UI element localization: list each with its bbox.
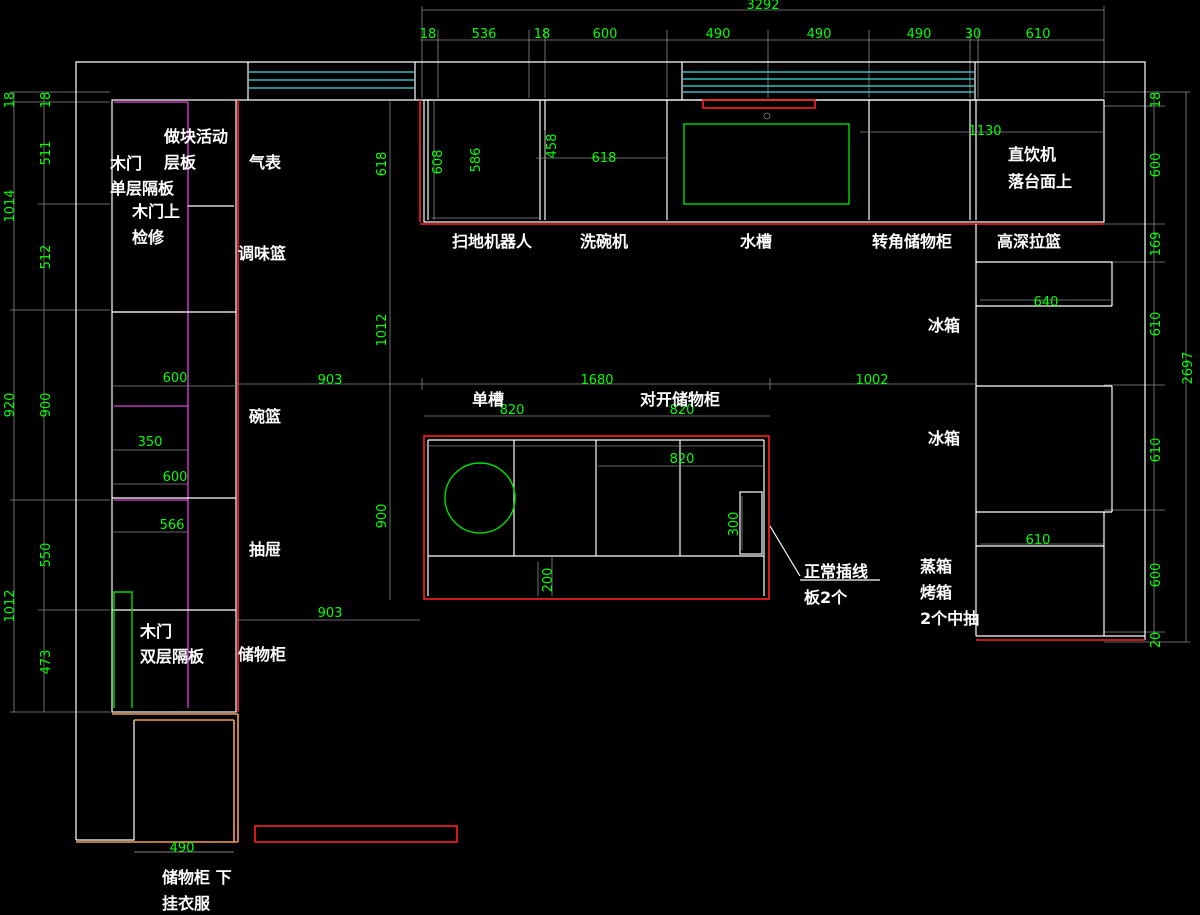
- top-dimension-lines: [420, 6, 1105, 98]
- label-bowl-basket: 碗篮: [249, 407, 281, 426]
- label-double-door-cabinet: 对开储物柜: [640, 390, 720, 409]
- label-storage-hang-2: 挂衣服: [162, 894, 211, 913]
- dim-left-inner-473: 473: [39, 650, 54, 675]
- dim-1012: 1012: [375, 313, 390, 346]
- dim-left-inner-18: 18: [39, 92, 54, 109]
- label-baking-oven: 烤箱: [920, 583, 952, 602]
- dim-left-inner-900: 900: [39, 393, 54, 418]
- dim-350: 350: [138, 435, 163, 450]
- dim-600-a: 600: [163, 371, 188, 386]
- label-movable-shelf-2: 层板: [164, 153, 197, 172]
- label-wood-door-double: 木门: [139, 622, 172, 641]
- dim-right-20: 20: [1149, 632, 1164, 649]
- dim-right-610b: 610: [1149, 438, 1164, 463]
- dim-left-inner-550: 550: [39, 543, 54, 568]
- island: [423, 435, 770, 600]
- dim-top-610: 610: [1026, 27, 1051, 42]
- label-seasoning-basket: 调味篮: [238, 244, 286, 263]
- dim-903-bottom: 903: [318, 606, 343, 621]
- dim-left-outer-920: 920: [3, 393, 18, 418]
- dim-820-b: 820: [670, 403, 695, 418]
- right-dimension-lines: [1104, 91, 1190, 643]
- dim-left-outer-1012: 1012: [3, 589, 18, 622]
- dim-top-490a: 490: [706, 27, 731, 42]
- dim-1130: 1130: [968, 124, 1001, 139]
- label-single-sink: 单槽: [472, 390, 504, 409]
- dim-left-inner-511: 511: [39, 141, 54, 166]
- label-wood-door-top-1: 木门上: [131, 202, 180, 221]
- dim-820-a: 820: [500, 403, 525, 418]
- dim-left-outer-1014: 1014: [3, 189, 18, 222]
- label-power-strip-2: 板2个: [804, 588, 848, 607]
- interior-dimension-lines: [134, 100, 1112, 853]
- label-steam-oven: 蒸箱: [920, 557, 952, 576]
- left-dimension-lines: [10, 91, 110, 713]
- label-water-dispenser-2: 落台面上: [1008, 172, 1072, 191]
- dim-300: 300: [727, 512, 742, 537]
- dim-1680: 1680: [580, 373, 613, 388]
- dim-640: 640: [1034, 295, 1059, 310]
- label-two-drawers: 2个中抽: [920, 609, 979, 628]
- label-wood-door-top-2: 检修: [132, 228, 165, 247]
- label-single-shelf: 单层隔板: [110, 179, 175, 198]
- dim-top-536: 536: [472, 27, 497, 42]
- dim-458: 458: [545, 134, 560, 159]
- left-cabinet-column: [111, 99, 239, 713]
- dim-600-b: 600: [163, 470, 188, 485]
- label-storage-hang-1: 储物柜 下: [161, 868, 232, 887]
- label-corner-cabinet: 转角储物柜: [872, 232, 952, 251]
- dim-608: 608: [431, 150, 446, 175]
- dim-right-600b: 600: [1149, 563, 1164, 588]
- dim-490-bottom: 490: [170, 841, 195, 856]
- dim-200: 200: [541, 568, 556, 593]
- dim-left-inner-512: 512: [39, 245, 54, 270]
- dim-top-18a: 18: [420, 27, 437, 42]
- dim-top-600: 600: [593, 27, 618, 42]
- dim-566: 566: [160, 518, 185, 533]
- label-tall-basket: 高深拉篮: [997, 232, 1061, 251]
- label-wood-door-single: 木门: [109, 154, 142, 173]
- dim-618-horizontal: 618: [592, 151, 617, 166]
- dim-top-490b: 490: [807, 27, 832, 42]
- dim-right-2697: 2697: [1181, 351, 1196, 384]
- labels: 木门 单层隔板 做块活动 层板 木门上 检修 气表 调味篮 碗篮 抽屉 木门 双…: [109, 127, 1072, 913]
- dim-right-610a: 610: [1149, 312, 1164, 337]
- dim-right-600: 600: [1149, 153, 1164, 178]
- dim-900-vertical: 900: [375, 504, 390, 529]
- label-fridge-1: 冰箱: [928, 316, 960, 335]
- dim-610-lower: 610: [1026, 533, 1051, 548]
- dim-right-169: 169: [1149, 232, 1164, 257]
- label-power-strip-1: 正常插线: [804, 562, 868, 581]
- windows: [248, 71, 974, 93]
- dim-left-outer-18: 18: [3, 92, 18, 109]
- label-storage-cabinet: 储物柜: [237, 645, 286, 664]
- dim-618-vertical: 618: [375, 152, 390, 177]
- dim-903-top: 903: [318, 373, 343, 388]
- dim-overall-width: 3292: [746, 0, 779, 13]
- dim-586: 586: [469, 148, 484, 173]
- dim-top-18b: 18: [534, 27, 551, 42]
- left-bottom-storage: [76, 713, 239, 853]
- dim-top-490c: 490: [907, 27, 932, 42]
- red-rect-bottom: [254, 825, 458, 843]
- dim-right-18: 18: [1149, 92, 1164, 109]
- dim-1002: 1002: [855, 373, 888, 388]
- label-robot-vacuum: 扫地机器人: [452, 232, 533, 251]
- label-movable-shelf-1: 做块活动: [163, 127, 228, 146]
- label-fridge-2: 冰箱: [928, 429, 960, 448]
- label-dishwasher: 洗碗机: [580, 232, 628, 251]
- dim-820-c: 820: [670, 452, 695, 467]
- label-sink: 水槽: [740, 232, 772, 251]
- top-counter-run: [419, 99, 1105, 225]
- label-drawer: 抽屉: [249, 540, 281, 559]
- dim-top-30: 30: [965, 27, 982, 42]
- label-water-dispenser-1: 直饮机: [1008, 145, 1056, 164]
- label-double-shelf: 双层隔板: [140, 647, 205, 666]
- label-gas-meter: 气表: [248, 153, 282, 172]
- right-cabinet-column: [975, 224, 1145, 641]
